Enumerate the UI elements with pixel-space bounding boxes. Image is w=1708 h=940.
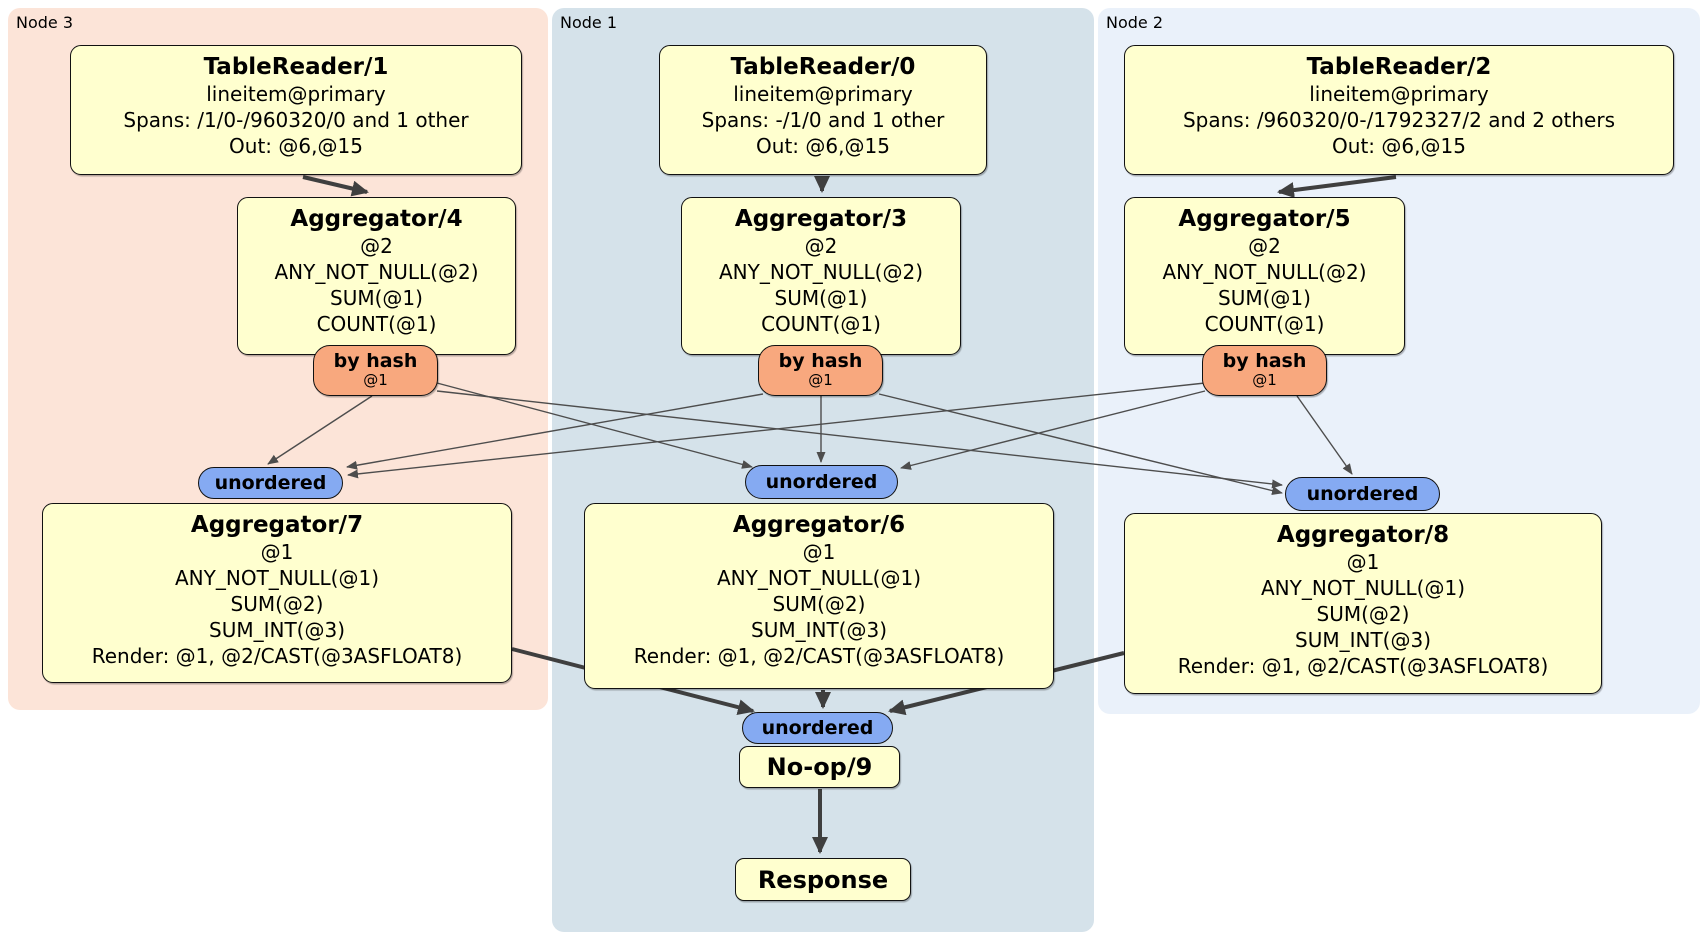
sync-unordered-7: unordered	[198, 467, 343, 499]
processor-title: TableReader/0	[730, 54, 916, 80]
processor-detail: Spans: -/1/0 and 1 other	[701, 108, 945, 132]
sync-label: unordered	[765, 471, 878, 493]
processor-detail: Out: @6,@15	[229, 134, 363, 158]
processor-detail: lineitem@primary	[206, 82, 386, 106]
processor-detail: @1	[1346, 550, 1380, 574]
processor-aggregator-7: Aggregator/7 @1 ANY_NOT_NULL(@1) SUM(@2)…	[42, 503, 512, 683]
router-key: @1	[808, 371, 833, 389]
processor-detail: SUM(@2)	[230, 592, 324, 616]
processor-title: Aggregator/7	[190, 512, 364, 538]
processor-detail: @1	[260, 540, 294, 564]
processor-aggregator-8: Aggregator/8 @1 ANY_NOT_NULL(@1) SUM(@2)…	[1124, 513, 1602, 694]
processor-title: Aggregator/6	[732, 512, 906, 538]
processor-detail: SUM(@1)	[330, 286, 423, 310]
processor-detail: Spans: /960320/0-/1792327/2 and 2 others	[1182, 108, 1615, 132]
sync-label: unordered	[1306, 483, 1419, 505]
processor-title: Response	[757, 865, 889, 894]
processor-detail: @2	[360, 234, 393, 258]
processor-title: No-op/9	[766, 753, 873, 781]
processor-title: Aggregator/3	[734, 206, 908, 232]
router-by-hash-4: by hash @1	[313, 345, 438, 396]
processor-noop-9: No-op/9	[739, 746, 900, 788]
processor-detail: Spans: /1/0-/960320/0 and 1 other	[123, 108, 469, 132]
sync-unordered-final: unordered	[742, 712, 893, 744]
processor-aggregator-4: Aggregator/4 @2 ANY_NOT_NULL(@2) SUM(@1)…	[237, 197, 516, 355]
panel-node2-label: Node 2	[1106, 13, 1164, 32]
processor-detail: lineitem@primary	[1309, 82, 1489, 106]
processor-detail: Out: @6,@15	[756, 134, 890, 158]
processor-detail: SUM(@1)	[1218, 286, 1311, 310]
processor-detail: Render: @1, @2/CAST(@3ASFLOAT8)	[633, 644, 1005, 668]
processor-tablereader-2: TableReader/2 lineitem@primary Spans: /9…	[1124, 45, 1674, 175]
router-by-hash-5: by hash @1	[1202, 345, 1327, 396]
sync-label: unordered	[214, 472, 327, 494]
processor-detail: COUNT(@1)	[316, 312, 437, 336]
processor-title: TableReader/2	[1306, 54, 1492, 80]
processor-detail: SUM_INT(@3)	[209, 618, 345, 642]
processor-detail: lineitem@primary	[733, 82, 913, 106]
router-key: @1	[1252, 371, 1277, 389]
processor-aggregator-6: Aggregator/6 @1 ANY_NOT_NULL(@1) SUM(@2)…	[584, 503, 1054, 689]
router-title: by hash	[333, 350, 418, 372]
processor-detail: @2	[1248, 234, 1281, 258]
processor-aggregator-5: Aggregator/5 @2 ANY_NOT_NULL(@2) SUM(@1)…	[1124, 197, 1405, 355]
processor-detail: ANY_NOT_NULL(@2)	[1162, 260, 1367, 284]
sync-unordered-6: unordered	[745, 465, 898, 499]
processor-detail: COUNT(@1)	[761, 312, 881, 336]
processor-detail: SUM(@2)	[772, 592, 866, 616]
processor-detail: ANY_NOT_NULL(@2)	[274, 260, 479, 284]
processor-detail: SUM_INT(@3)	[1295, 628, 1431, 652]
processor-detail: Out: @6,@15	[1332, 134, 1466, 158]
processor-detail: SUM(@2)	[1316, 602, 1410, 626]
processor-detail: @2	[804, 234, 838, 258]
processor-title: Aggregator/5	[1178, 206, 1351, 232]
processor-aggregator-3: Aggregator/3 @2 ANY_NOT_NULL(@2) SUM(@1)…	[681, 197, 961, 355]
processor-title: TableReader/1	[203, 54, 389, 80]
processor-detail: Render: @1, @2/CAST(@3ASFLOAT8)	[91, 644, 463, 668]
router-title: by hash	[1222, 350, 1307, 372]
processor-tablereader-1: TableReader/1 lineitem@primary Spans: /1…	[70, 45, 522, 175]
router-title: by hash	[778, 350, 863, 372]
sync-unordered-8: unordered	[1285, 477, 1440, 511]
processor-detail: ANY_NOT_NULL(@1)	[717, 566, 921, 590]
panel-node1-label: Node 1	[560, 13, 618, 32]
panel-node3-label: Node 3	[16, 13, 74, 32]
router-by-hash-3: by hash @1	[758, 345, 883, 396]
processor-detail: SUM_INT(@3)	[751, 618, 887, 642]
processor-title: Aggregator/8	[1276, 522, 1450, 548]
processor-response: Response	[735, 858, 911, 901]
sync-label: unordered	[761, 717, 874, 739]
processor-detail: ANY_NOT_NULL(@1)	[1261, 576, 1465, 600]
processor-detail: Render: @1, @2/CAST(@3ASFLOAT8)	[1177, 654, 1549, 678]
processor-tablereader-0: TableReader/0 lineitem@primary Spans: -/…	[659, 45, 987, 175]
processor-detail: @1	[802, 540, 836, 564]
processor-detail: ANY_NOT_NULL(@2)	[719, 260, 923, 284]
processor-detail: COUNT(@1)	[1204, 312, 1325, 336]
processor-detail: ANY_NOT_NULL(@1)	[175, 566, 379, 590]
router-key: @1	[363, 371, 388, 389]
processor-title: Aggregator/4	[290, 206, 463, 232]
processor-detail: SUM(@1)	[774, 286, 868, 310]
